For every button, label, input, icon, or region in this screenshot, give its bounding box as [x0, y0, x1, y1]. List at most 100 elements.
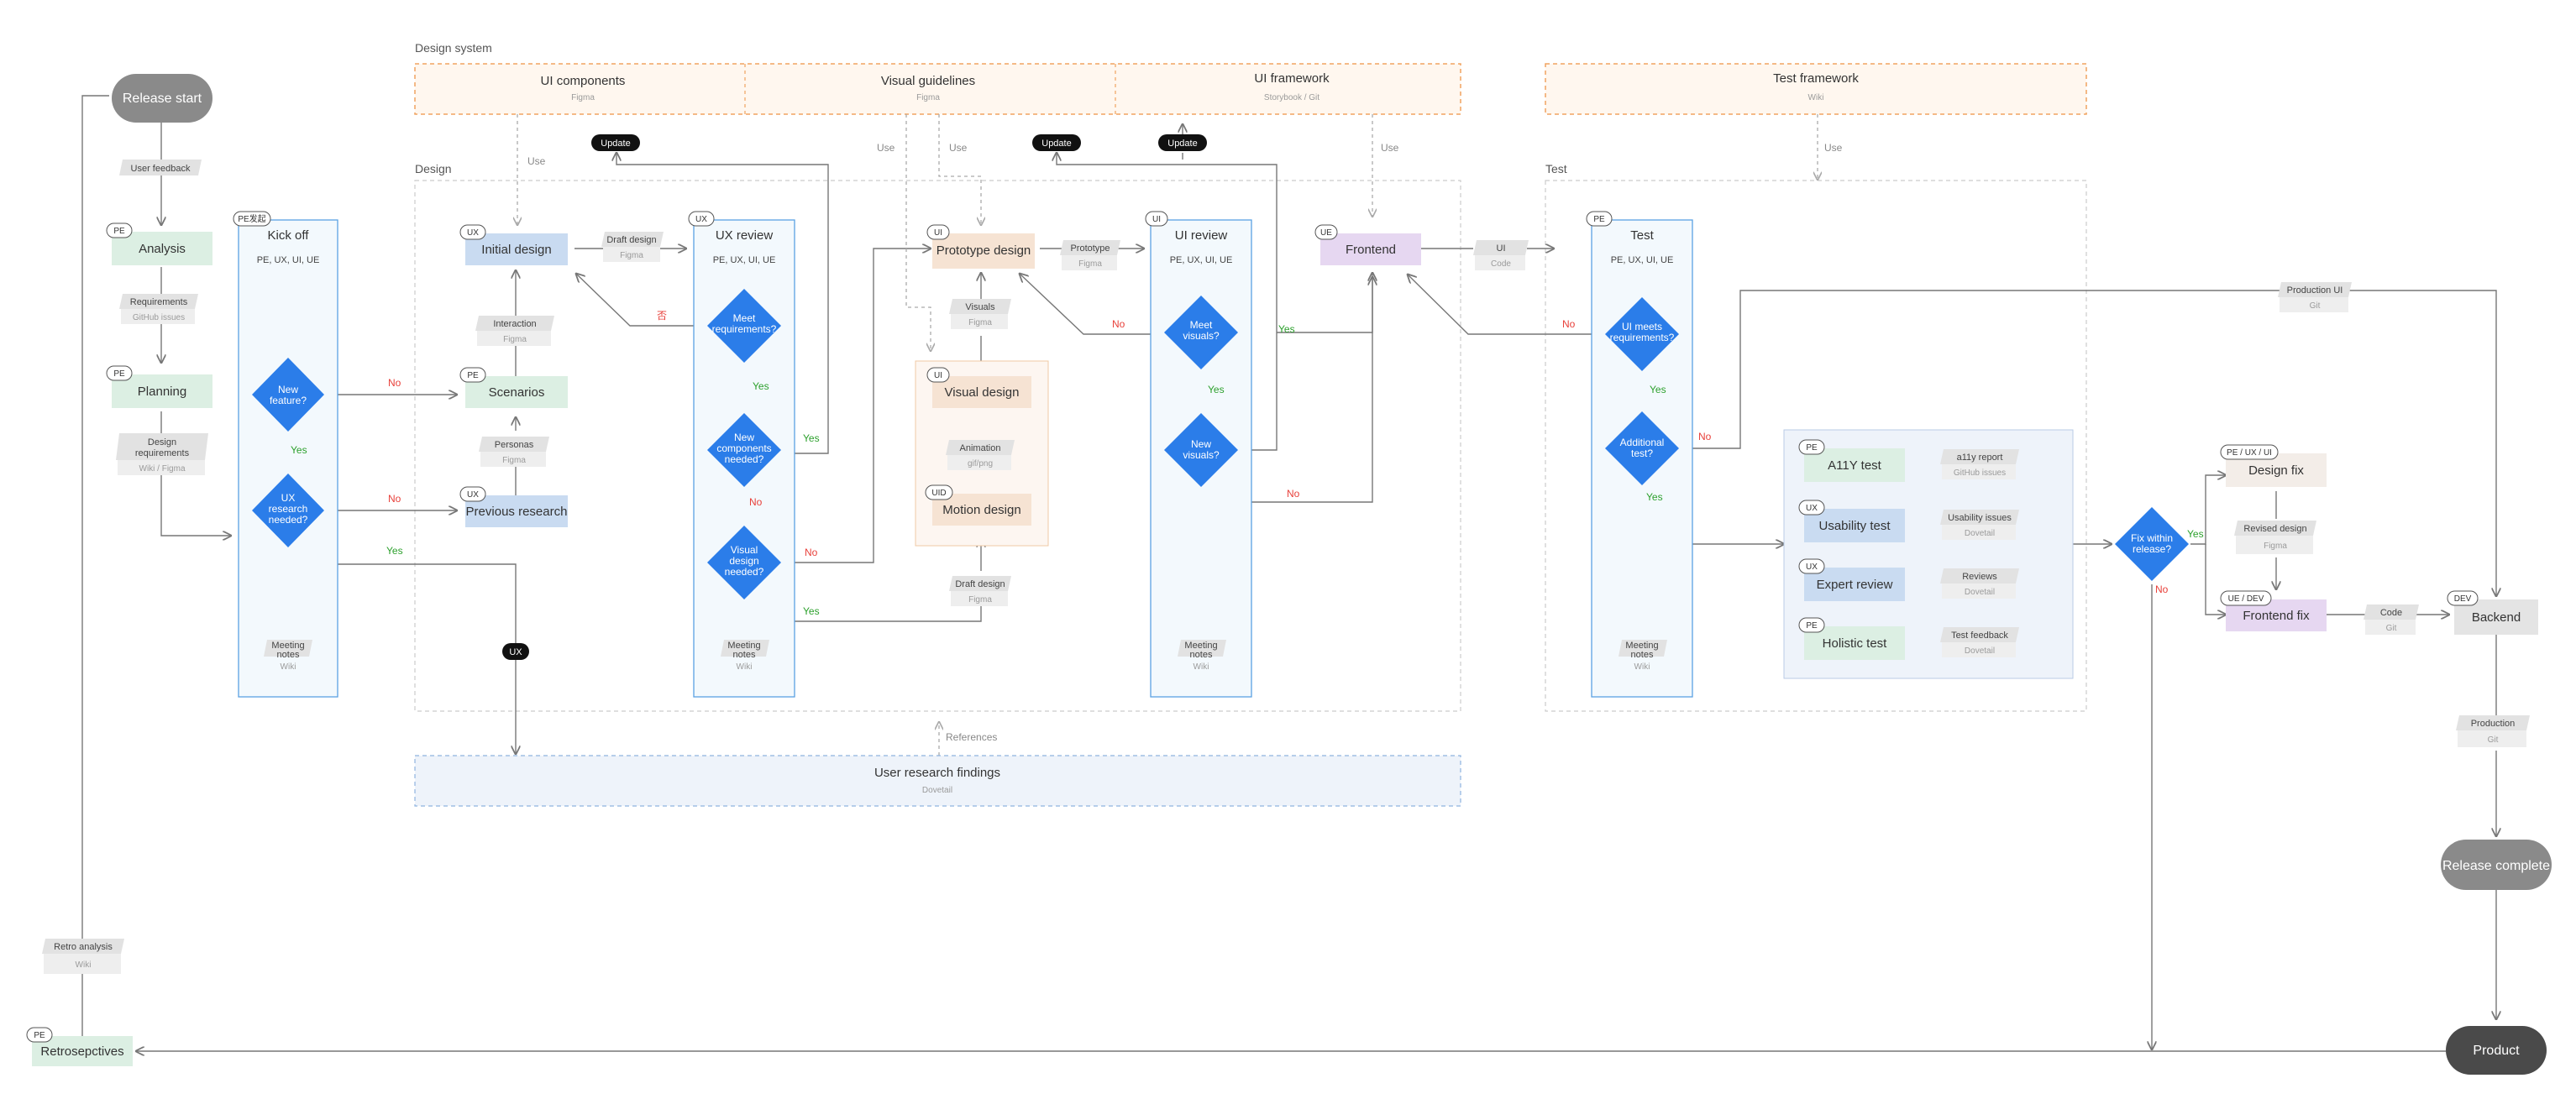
svg-text:否: 否	[657, 310, 667, 322]
test-title: Holistic test	[1823, 636, 1888, 651]
design-system-group: Design system UI components Figma Visual…	[414, 41, 1461, 115]
svg-text:Fix within: Fix within	[2131, 532, 2173, 544]
svg-text:requirements: requirements	[135, 448, 190, 458]
artifact-sub-box	[1942, 642, 2016, 657]
test-node[interactable]	[1804, 626, 1905, 660]
artifact-sub-box	[1942, 525, 2016, 540]
svg-text:Wiki / Figma: Wiki / Figma	[139, 464, 186, 474]
role-badge	[1798, 500, 1825, 516]
svg-text:visuals?: visuals?	[1183, 330, 1220, 342]
scenarios-node[interactable]: Scenarios PE	[459, 367, 568, 408]
prototype-design-node[interactable]: Prototype design UI	[926, 224, 1035, 269]
svg-text:Update: Update	[601, 139, 630, 149]
test-node[interactable]	[1804, 448, 1905, 482]
svg-text:Yes: Yes	[1208, 384, 1225, 395]
meet-req-no-line	[576, 274, 710, 327]
product-oval[interactable]: Product	[2446, 1026, 2547, 1075]
svg-text:Use: Use	[527, 155, 546, 167]
production-ui-artifact: Production UI Git	[2278, 282, 2352, 312]
meet-requirements-ux-diamond[interactable]: Meet requirements?	[707, 289, 781, 363]
visuals-artifact: Visuals Figma	[949, 299, 1011, 329]
svg-text:requirements?: requirements?	[1610, 332, 1675, 343]
svg-text:Draft design: Draft design	[955, 579, 1005, 589]
new-components-diamond[interactable]: New components needed?	[707, 413, 781, 487]
motion-design-node[interactable]: Motion design UID	[925, 484, 1031, 526]
svg-text:Additional: Additional	[1620, 437, 1665, 448]
new-feature-diamond[interactable]: New feature?	[252, 358, 324, 432]
svg-text:design: design	[729, 555, 758, 567]
svg-text:UI: UI	[934, 228, 942, 238]
svg-text:Yes: Yes	[753, 380, 769, 392]
analysis-node[interactable]: Analysis PE	[106, 222, 212, 265]
svg-text:Analysis: Analysis	[139, 242, 186, 256]
ui-meets-requirements-diamond[interactable]: UI meets requirements?	[1605, 297, 1679, 371]
svg-text:Design: Design	[148, 437, 176, 447]
svg-text:Scenarios: Scenarios	[489, 385, 545, 400]
svg-text:UX: UX	[467, 228, 479, 238]
ux-research-diamond[interactable]: UX research needed?	[252, 474, 324, 547]
svg-text:Meet: Meet	[733, 312, 756, 324]
svg-text:User research findings: User research findings	[874, 766, 1000, 780]
release-start-oval[interactable]: Release start	[112, 74, 212, 123]
role-badge	[106, 222, 133, 238]
svg-text:Code: Code	[1491, 259, 1511, 269]
svg-text:PE, UX, UI, UE: PE, UX, UI, UE	[1170, 255, 1233, 265]
previous-research-node[interactable]: Previous research UX	[459, 486, 568, 527]
svg-text:Wiki: Wiki	[737, 662, 753, 672]
release-complete-label: Release complete	[2442, 859, 2550, 873]
retrospectives-node[interactable]: Retrosepctives PE	[26, 1027, 133, 1066]
svg-text:Revised design: Revised design	[2243, 524, 2306, 534]
test-node[interactable]	[1804, 509, 1905, 542]
svg-text:Use: Use	[949, 142, 968, 154]
meet-visuals-diamond[interactable]: Meet visuals?	[1164, 296, 1238, 369]
svg-text:Initial design: Initial design	[481, 243, 551, 257]
svg-text:UX: UX	[281, 492, 296, 504]
svg-text:UI: UI	[1152, 215, 1161, 224]
svg-text:PE, UX, UI, UE: PE, UX, UI, UE	[257, 255, 320, 265]
svg-text:No: No	[1287, 488, 1300, 500]
frontend-fix-node[interactable]: Frontend fix UE / DEV	[2220, 590, 2327, 631]
new-visuals-diamond[interactable]: New visuals?	[1164, 413, 1238, 487]
svg-text:Yes: Yes	[1278, 323, 1295, 335]
ui-components-sub: Figma	[571, 93, 595, 102]
svg-text:No: No	[749, 496, 763, 508]
design-fix-node[interactable]: Design fix PE / UX / UI	[2220, 444, 2327, 487]
user-feedback-tag: User feedback	[119, 160, 202, 175]
svg-text:Prototype: Prototype	[1070, 243, 1110, 254]
frontend-node[interactable]: Frontend UE	[1314, 224, 1421, 265]
svg-text:No: No	[1698, 431, 1712, 442]
draft-design-artifact-2: Draft design Figma	[949, 576, 1011, 606]
ux-pill[interactable]: UX	[502, 643, 529, 660]
product-label: Product	[2473, 1044, 2520, 1058]
planning-node[interactable]: Planning PE	[106, 365, 212, 408]
release-complete-oval[interactable]: Release complete	[2441, 840, 2552, 890]
svg-text:Figma: Figma	[503, 335, 527, 344]
role-badge-label: UX	[1806, 504, 1818, 513]
requirements-artifact: Requirements GitHub issues	[119, 294, 198, 324]
update-pill-1[interactable]: Update	[591, 134, 640, 151]
svg-text:Dovetail: Dovetail	[922, 786, 952, 795]
svg-text:Design fix: Design fix	[2248, 463, 2304, 478]
svg-text:Visual: Visual	[731, 544, 758, 556]
update-pill-2[interactable]: Update	[1032, 134, 1081, 151]
additional-test-diamond[interactable]: Additional test?	[1605, 411, 1679, 485]
visual-design-no-line	[779, 249, 931, 563]
update-pill-3[interactable]: Update	[1158, 134, 1207, 151]
user-research-findings[interactable]: User research findings Dovetail	[414, 755, 1461, 807]
initial-design-node[interactable]: Initial design UX	[459, 224, 568, 265]
retro-to-release-line	[81, 95, 112, 1050]
visual-design-needed-diamond[interactable]: Visual design needed?	[707, 526, 781, 599]
svg-text:Yes: Yes	[291, 444, 307, 456]
test-framework-title: Test framework	[1773, 71, 1859, 86]
fix-within-release-diamond[interactable]: Fix within release?	[2115, 507, 2189, 581]
test-node[interactable]	[1804, 568, 1905, 601]
visual-design-node[interactable]: Visual design UI	[926, 367, 1031, 408]
backend-node[interactable]: Backend DEV	[2447, 590, 2538, 635]
svg-text:Wiki: Wiki	[1194, 662, 1209, 672]
references-label: References	[946, 731, 997, 743]
